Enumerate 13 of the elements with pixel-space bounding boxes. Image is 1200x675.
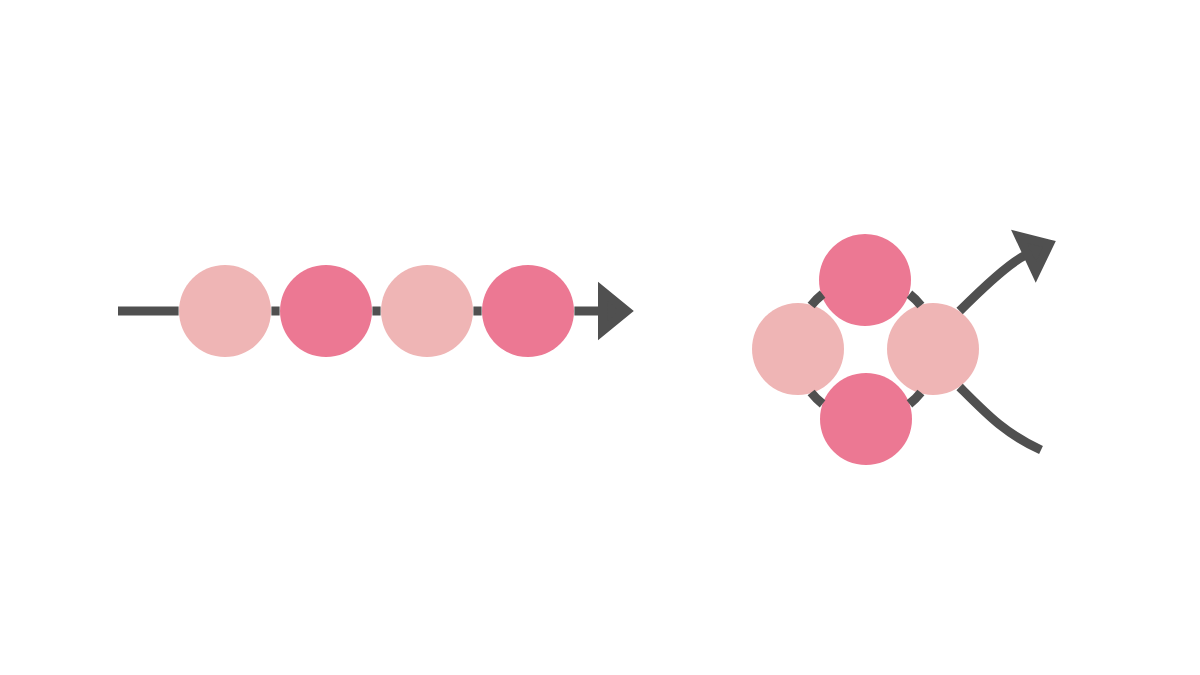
circle: [280, 265, 372, 357]
connector-line: [118, 306, 179, 316]
circle: [820, 373, 912, 465]
connector-line: [473, 306, 482, 316]
circle: [482, 265, 574, 357]
circle: [887, 303, 979, 395]
connector-line: [956, 383, 1043, 455]
circle: [752, 303, 844, 395]
circle: [381, 265, 473, 357]
circle: [179, 265, 271, 357]
connector-line: [372, 306, 381, 316]
connector-line: [271, 306, 280, 316]
circle: [819, 234, 911, 326]
